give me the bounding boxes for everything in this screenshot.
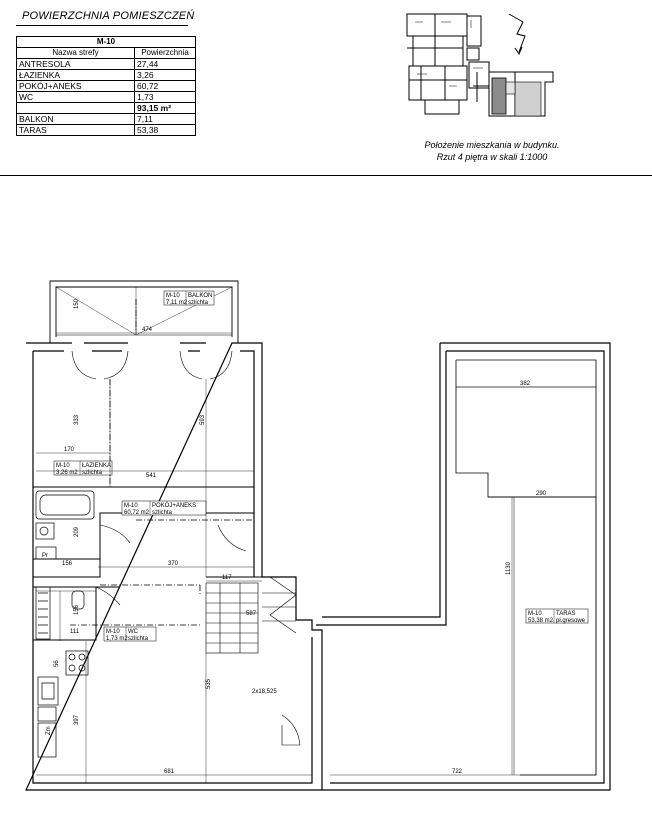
location-caption: Położenie mieszkania w budynku. Rzut 4 p… xyxy=(372,139,612,163)
label-area: 53,38 m2 xyxy=(528,618,554,624)
fixture-label-zm: Zm xyxy=(46,726,52,735)
label-area: 60,72 m2 xyxy=(124,510,150,516)
dim-111: 111 xyxy=(70,629,80,635)
dimension-lines xyxy=(36,287,596,783)
dim-170: 170 xyxy=(64,447,75,453)
building-locator-plan xyxy=(406,13,554,117)
door-swings xyxy=(71,350,301,746)
label-name: BALKON xyxy=(188,293,212,299)
label-code: M-10 xyxy=(124,503,138,509)
total-area: 93,15 m² xyxy=(134,102,196,114)
table-row: ANTRESOLA 27,44 xyxy=(16,58,196,70)
label-code: M-10 xyxy=(528,611,542,617)
table-row: POKÓJ+ANEKS 60,72 xyxy=(16,80,196,92)
zone-name: POKÓJ+ANEKS xyxy=(16,80,135,92)
dim-333: 333 xyxy=(74,414,80,425)
zone-area: 1,73 xyxy=(134,91,196,103)
dim-681: 681 xyxy=(164,769,175,775)
dim-1130: 1130 xyxy=(506,561,512,575)
zone-name: ANTRESOLA xyxy=(16,58,135,70)
header-separator xyxy=(0,175,652,176)
location-caption-line1: Położenie mieszkania w budynku. xyxy=(424,140,560,150)
balcony-outline xyxy=(49,280,239,343)
label-floor: szlichta xyxy=(82,470,103,476)
stair-dimension: 2x18,525 xyxy=(252,689,277,695)
location-caption-line2: Rzut 4 piętra w skali 1:1000 xyxy=(436,152,548,162)
zone-area: 7,11 xyxy=(134,113,196,125)
dim-382: 382 xyxy=(520,381,531,387)
dim-209: 209 xyxy=(74,526,80,537)
label-name: TARAS xyxy=(556,611,576,617)
dim-593: 593 xyxy=(200,414,206,425)
north-arrow-icon xyxy=(508,13,526,56)
dim-397: 397 xyxy=(74,714,80,725)
zone-area: 60,72 xyxy=(134,80,196,92)
zone-name: BALKON xyxy=(16,113,135,125)
unit-code: M-10 xyxy=(16,36,196,48)
room-label-balkon: M-10 BALKON 7,11 m2 szlichta xyxy=(163,290,215,306)
zone-name: ŁAZIENKA xyxy=(16,69,135,81)
apartment-highlight xyxy=(491,77,507,115)
dim-290: 290 xyxy=(536,491,547,497)
zone-name: WC xyxy=(16,91,135,103)
staircase xyxy=(205,576,297,654)
dim-535: 535 xyxy=(206,678,212,689)
table-row: BALKON 7,11 xyxy=(16,113,196,125)
col-header-area: Powierzchnia xyxy=(134,47,196,59)
floor-plan: M-10 BALKON 7,11 m2 szlichta M-10 ŁAZIEN… xyxy=(25,280,611,791)
zone-area: 3,26 xyxy=(134,69,196,81)
label-floor: szlichta xyxy=(128,636,149,642)
zone-name: TARAS xyxy=(16,124,135,136)
dim-722: 722 xyxy=(452,769,463,775)
page-title: POWIERZCHNIA POMIESZCZEŃ xyxy=(22,10,195,22)
room-label-taras: M-10 TARAS 53,38 m2 pł.gresowe xyxy=(525,608,589,624)
label-floor: szlichta xyxy=(152,510,173,516)
room-label-pokoj: M-10 POKÓJ+ANEKS 60,72 m2 szlichta xyxy=(121,500,207,516)
label-area: 7,11 m2 xyxy=(166,300,188,306)
room-label-lazienka: M-10 ŁAZIENKA 3,26 m2 szlichta xyxy=(53,460,113,476)
label-code: M-10 xyxy=(166,293,180,299)
dim-156-vertical: 156 xyxy=(74,604,80,615)
label-floor: pł.gresowe xyxy=(556,618,586,624)
terrace-outline xyxy=(455,359,597,776)
room-label-wc: M-10 WC 1,73 m2 szlichta xyxy=(103,626,157,642)
dim-56: 56 xyxy=(54,660,60,667)
label-floor: szlichta xyxy=(188,300,209,306)
dim-150: 150 xyxy=(74,298,80,309)
label-name: WC xyxy=(128,629,139,635)
label-area: 1,73 m2 xyxy=(106,636,128,642)
zone-area: 27,44 xyxy=(134,58,196,70)
total-row: 93,15 m² xyxy=(16,102,196,114)
walls xyxy=(25,342,611,791)
dim-541: 541 xyxy=(146,473,157,479)
dim-474: 474 xyxy=(142,327,153,333)
fixture-label-pr: Pr xyxy=(42,553,48,559)
dim-156-horizontal: 156 xyxy=(62,561,73,567)
label-name: POKÓJ+ANEKS xyxy=(152,502,196,509)
table-row: WC 1,73 xyxy=(16,91,196,103)
dim-370: 370 xyxy=(168,561,179,567)
label-area: 3,26 m2 xyxy=(56,470,78,476)
dim-117: 117 xyxy=(222,575,232,581)
label-code: M-10 xyxy=(56,463,70,469)
label-name: ŁAZIENKA xyxy=(82,463,111,469)
label-code: M-10 xyxy=(106,629,120,635)
zone-area: 53,38 xyxy=(134,124,196,136)
table-row: TARAS 53,38 xyxy=(16,124,196,136)
table-row: ŁAZIENKA 3,26 xyxy=(16,69,196,81)
bathroom-fixtures xyxy=(35,490,95,758)
dim-587: 587 xyxy=(246,611,257,617)
title-underline xyxy=(16,25,188,26)
area-table: M-10 Nazwa strefy Powierzchnia ANTRESOLA… xyxy=(16,36,196,136)
col-header-name: Nazwa strefy xyxy=(16,47,135,59)
